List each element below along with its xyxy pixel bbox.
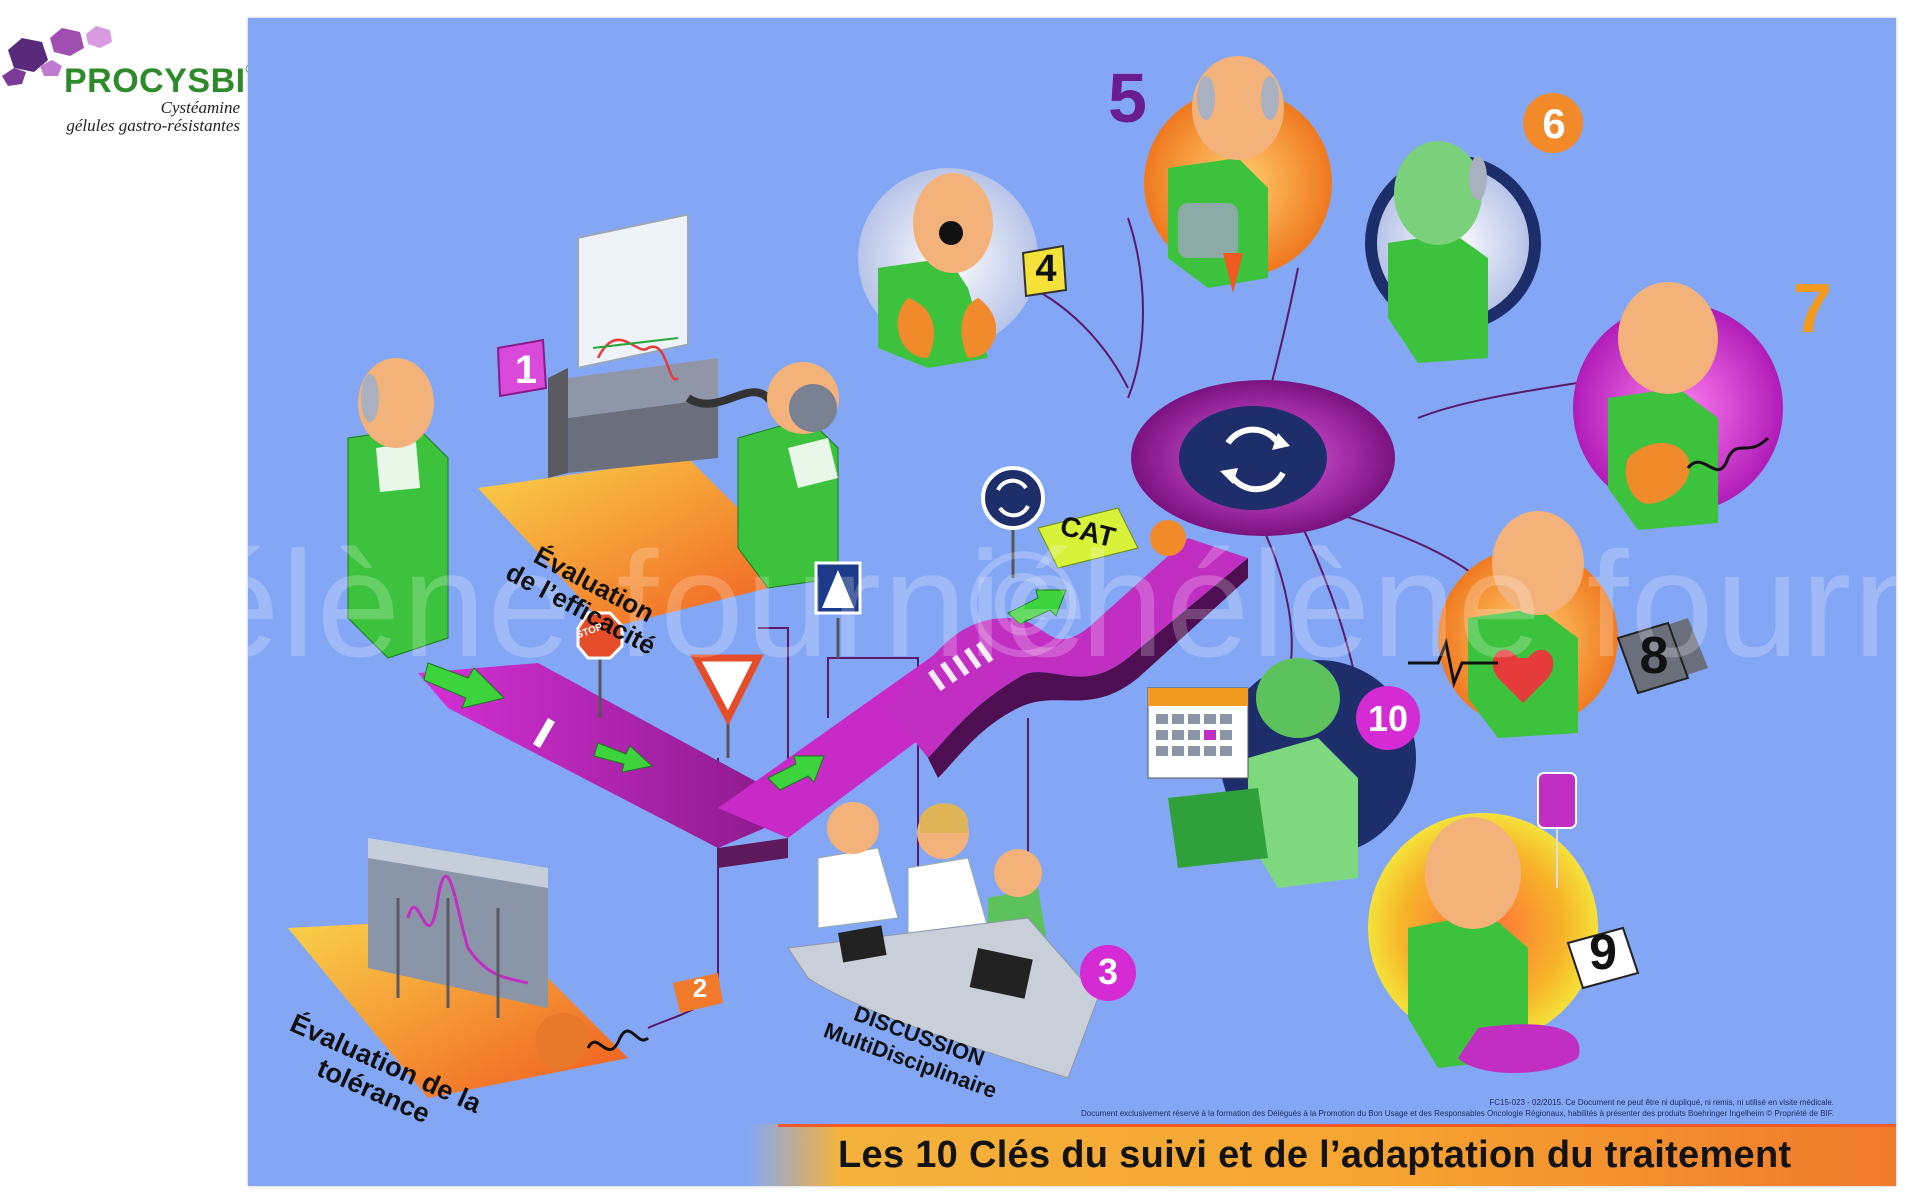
tolerance-station [288,838,650,1098]
key-number-4: 4 [1035,248,1057,290]
title-banner: Les 10 Clés du suivi et de l’adaptation … [748,1124,1896,1186]
brand-subtitle-1: Cystéamine [160,98,240,117]
key-7-liver [1573,282,1783,530]
ecg-icon [1408,637,1498,689]
liver-icon [535,1013,590,1071]
key-4-respiratory [858,168,1038,368]
infographic-poster: ©hélène fournié ©hélène fournié Évaluati… [248,18,1896,1186]
key-9-bleeding [1368,772,1598,1073]
monitor-chart-icon [577,213,689,370]
discussion-station [787,802,1099,1079]
efficacy-station [478,213,839,628]
liver-icon [1625,443,1690,504]
laptop-icon [969,948,1033,999]
key-6-nausea [1365,141,1541,363]
treatment-road [418,538,1248,868]
key-number-7: 7 [1793,269,1832,347]
legal-notice-1: FC15-023 - 02/2015. Ce Document ne peut … [1489,1098,1834,1107]
logo-hexagons-icon [2,26,112,86]
iv-bag-icon [1537,772,1577,829]
brand-subtitle-2: gélules gastro-résistantes [66,116,240,135]
badges [496,93,1690,1013]
key-8-cardiac [1408,511,1708,738]
central-hub [1131,380,1395,536]
roundabout-icon [1225,426,1286,493]
intestine-icon [1178,203,1238,258]
key-number-6: 6 [1542,100,1566,147]
key-number-8: 8 [1639,627,1669,685]
key-number-3: 3 [1097,951,1119,992]
banner-stripe [778,1124,1896,1127]
poster-title: Les 10 Clés du suivi et de l’adaptation … [838,1134,1792,1176]
road-signs [576,466,1186,758]
yield-sign-icon [690,654,764,726]
nurse [907,803,989,934]
stop-sign-icon [576,611,624,660]
legal-notice-2: Document exclusivement réservé à la form… [1081,1109,1834,1118]
doctor [817,802,899,929]
procysbi-logo: PROCYSBI® Cystéamine gélules gastro-rési… [0,20,254,150]
patient-start [347,358,449,659]
key-number-10: 10 [1367,698,1409,739]
heart-icon [1492,649,1554,703]
roundabout-sign-icon [981,466,1045,530]
brand-name: PROCYSBI® [64,62,255,101]
cat-question-mark: ? [1158,518,1179,556]
tablet-icon [838,925,887,963]
key-number-9: 9 [1589,924,1617,980]
key-number-1: 1 [514,348,538,392]
key-5-digestive [1144,56,1332,293]
illustration-scene [288,56,1783,1098]
key-number-2: 2 [692,973,708,1003]
patient-step1 [737,362,839,589]
key-number-5: 5 [1108,59,1147,137]
